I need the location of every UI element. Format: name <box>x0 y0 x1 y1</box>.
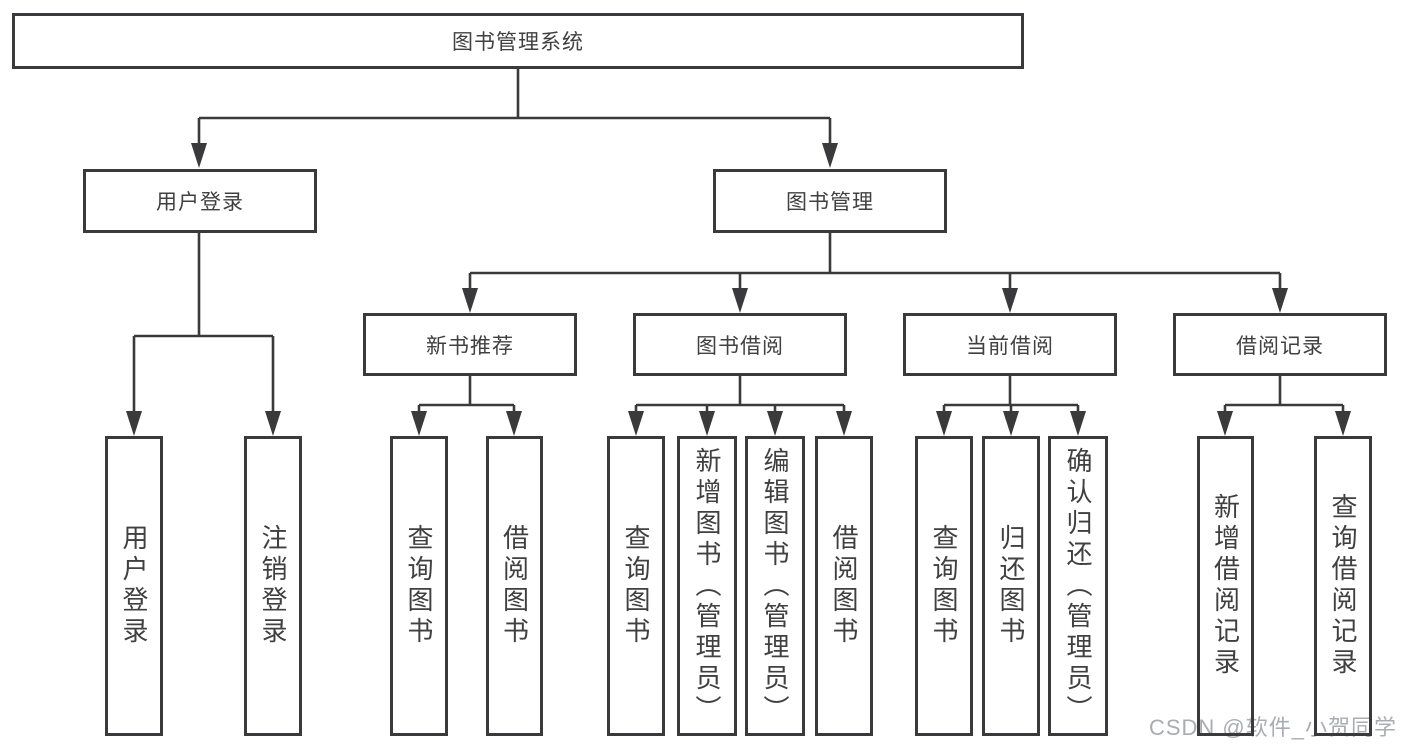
arrowheads <box>126 143 1351 436</box>
connector-newrec-to-leaves <box>417 376 516 413</box>
leaf-query-borrow-record: 查询借阅记录 <box>1314 436 1372 736</box>
node-current-borrow: 当前借阅 <box>903 313 1117 376</box>
leaf-borrow-books-recommend: 借阅图书 <box>486 436 543 736</box>
leaf-add-book-admin: 新增图书（管理员） <box>677 436 737 736</box>
node-new-book-recommend: 新书推荐 <box>363 313 577 376</box>
leaf-query-books-recommend: 查询图书 <box>390 436 448 736</box>
leaf-borrow-books: 借阅图书 <box>815 436 873 736</box>
node-book-borrow: 图书借阅 <box>633 313 847 376</box>
connector-records-to-leaves <box>1223 376 1345 413</box>
leaf-edit-book-admin: 编辑图书（管理员） <box>745 436 805 736</box>
leaf-query-books-borrow: 查询图书 <box>607 436 665 736</box>
node-borrow-records: 借阅记录 <box>1173 313 1387 376</box>
leaf-query-books-current: 查询图书 <box>915 436 973 736</box>
connector-root-to-level2 <box>197 69 832 145</box>
connector-current-to-leaves <box>942 376 1080 413</box>
leaf-user-login: 用户登录 <box>105 436 163 736</box>
csdn-watermark: CSDN @软件_小贺同学 <box>1148 715 1397 740</box>
node-library-management-system: 图书管理系统 <box>12 13 1024 69</box>
node-user-login: 用户登录 <box>83 169 317 233</box>
connector-bookmgmt-to-level3 <box>468 233 1282 290</box>
node-book-management: 图书管理 <box>713 169 947 233</box>
connector-userlogin-to-leaves <box>132 233 275 413</box>
leaf-add-borrow-record: 新增借阅记录 <box>1197 436 1254 736</box>
connector-borrow-to-leaves <box>634 376 846 413</box>
leaf-confirm-return-admin: 确认归还（管理员） <box>1048 436 1108 736</box>
leaf-logout: 注销登录 <box>244 436 302 736</box>
leaf-return-books: 归还图书 <box>982 436 1040 736</box>
